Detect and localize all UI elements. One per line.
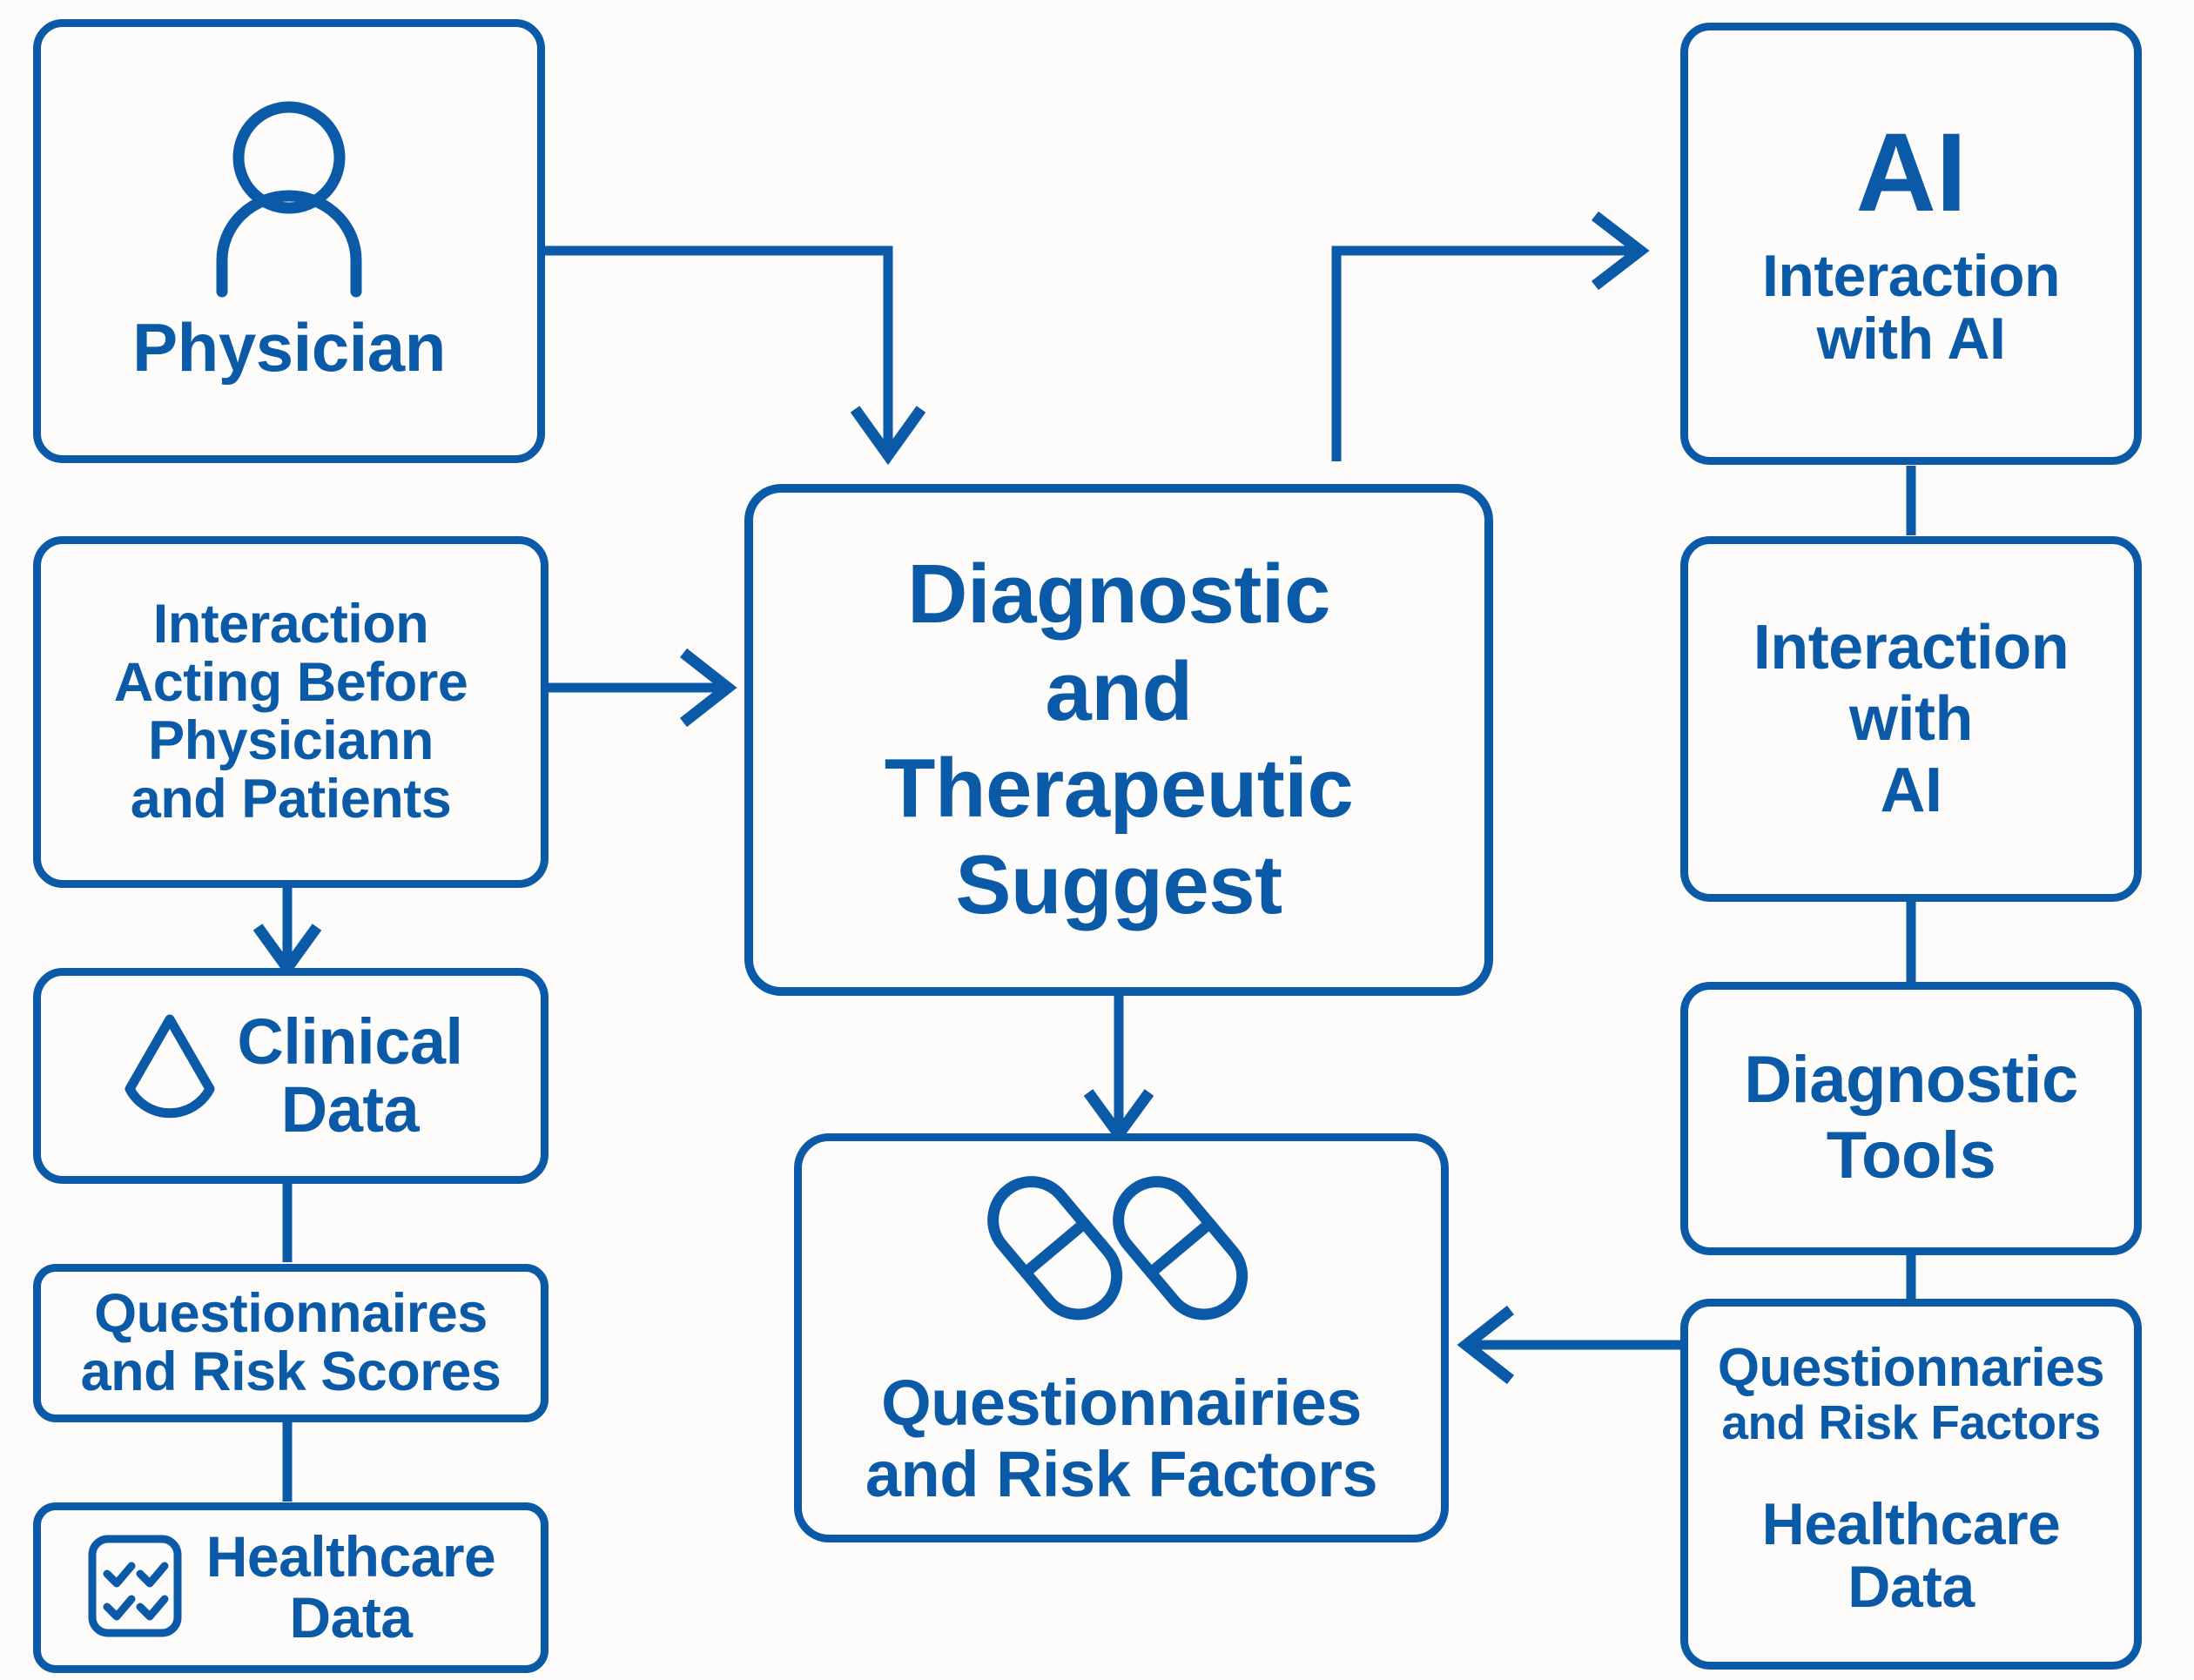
node-diagnostic-therapeutic-suggest[interactable]: Diagnostic and Therapeutic Suggest xyxy=(744,484,1493,996)
diagnostic-tools-line2: Tools xyxy=(1826,1119,1996,1193)
physician-label: Physician xyxy=(132,309,446,386)
arrowhead-diagnostic-to-ai xyxy=(1592,211,1650,291)
arrowhead-interaction-acting-to-clinical xyxy=(252,924,322,978)
diagnostic-line4: Suggest xyxy=(955,838,1282,932)
arrowhead-diagnostic-to-questionnairies xyxy=(1083,1089,1154,1145)
questionnaries-line2: and Risk Factors xyxy=(1721,1394,2101,1449)
questionnaires-risk-scores-line1: Questionnaires xyxy=(94,1283,488,1345)
clinical-data-line2: Data xyxy=(280,1073,420,1146)
diagnostic-line2: and xyxy=(1045,644,1193,738)
interaction-with-ai-line3: AI xyxy=(1880,756,1943,826)
interaction-with-ai-line2: with xyxy=(1849,683,1973,754)
ai-interaction-line1: Interaction xyxy=(1761,242,2061,309)
clinical-data-line1: Clinical xyxy=(237,1005,463,1078)
interaction-with-ai-line1: Interaction xyxy=(1753,612,2069,682)
water-drop-icon xyxy=(118,1009,221,1144)
node-physician[interactable]: Physician xyxy=(33,19,545,463)
arrowhead-interaction-acting-to-diagnostic xyxy=(679,648,737,728)
connector-diagnostic-to-ai xyxy=(1331,245,1637,461)
node-questionnaries-healthcare-data[interactable]: Questionnaries and Risk Factors Healthca… xyxy=(1680,1299,2142,1670)
node-questionnairies-risk-factors[interactable]: Questionnairies and Risk Factors xyxy=(794,1133,1449,1542)
diagnostic-line3: Therapeutic xyxy=(884,742,1354,835)
interaction-acting-line1: Interaction xyxy=(152,594,429,655)
checklist-icon xyxy=(86,1533,184,1643)
healthcare-data-right-line2: Data xyxy=(1847,1554,1975,1621)
diagnostic-line1: Diagnostic xyxy=(907,548,1330,642)
diagnostic-tools-line1: Diagnostic xyxy=(1744,1043,2078,1118)
node-healthcare-data-left[interactable]: Healthcare Data xyxy=(33,1502,548,1673)
node-ai-interaction[interactable]: AI Interaction with AI xyxy=(1680,23,2142,465)
interaction-acting-line3: Physiciann xyxy=(148,710,434,771)
connector-physician-to-diagnostic xyxy=(544,245,893,453)
node-interaction-acting-before[interactable]: Interaction Acting Before Physiciann and… xyxy=(33,536,548,888)
healthcare-data-right-line1: Healthcare xyxy=(1761,1491,2061,1558)
ai-heading: AI xyxy=(1855,110,1968,235)
person-icon xyxy=(198,98,380,303)
ai-interaction-line2: with AI xyxy=(1816,306,2006,372)
questionnairies-line1: Questionnairies xyxy=(881,1366,1362,1439)
healthcare-data-left-line1: Healthcare xyxy=(205,1524,496,1589)
healthcare-data-left-line2: Data xyxy=(289,1585,413,1650)
arrowhead-physician-to-diagnostic xyxy=(850,406,926,466)
interaction-acting-line4: and Patients xyxy=(130,768,452,830)
pills-icon xyxy=(986,1165,1256,1334)
questionnairies-line2: and Risk Factors xyxy=(865,1438,1378,1511)
questionnaires-risk-scores-line2: and Risk Scores xyxy=(80,1341,501,1402)
interaction-acting-line2: Acting Before xyxy=(113,652,468,714)
node-questionnaires-risk-scores[interactable]: Questionnaires and Risk Scores xyxy=(33,1264,548,1422)
node-diagnostic-tools[interactable]: Diagnostic Tools xyxy=(1680,982,2142,1255)
node-interaction-with-ai[interactable]: Interaction with AI xyxy=(1680,536,2142,902)
node-clinical-data[interactable]: Clinical Data xyxy=(33,968,548,1184)
questionnaries-line1: Questionnaries xyxy=(1717,1338,2105,1398)
arrowhead-questionnaries-to-questionnairies xyxy=(1457,1305,1515,1385)
